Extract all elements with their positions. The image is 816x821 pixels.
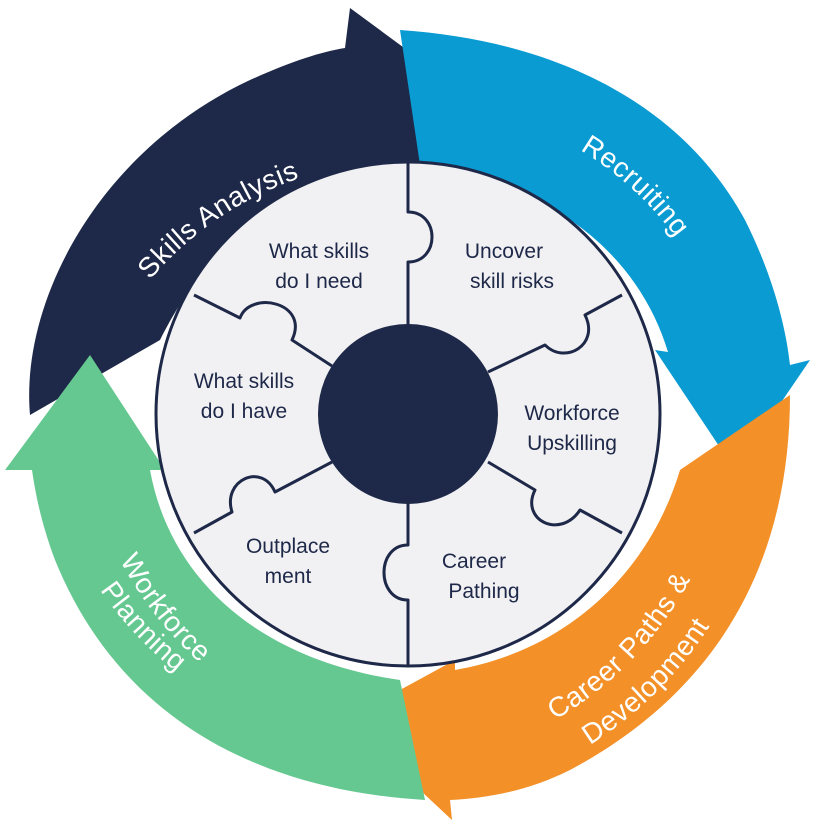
puzzle-center-circle	[318, 324, 498, 504]
arrow-workforce-planning	[5, 355, 425, 800]
piece-workforce-1: Workforce	[524, 402, 619, 425]
piece-career-1: Career	[442, 550, 506, 573]
arrow-career-paths	[345, 395, 790, 820]
arrow-recruiting	[400, 30, 810, 470]
piece-uncover-2: skill risks	[470, 270, 554, 293]
piece-uncover-1: Uncover	[465, 240, 543, 263]
piece-outplace-2: ment	[265, 565, 312, 588]
piece-what-skills-have-1: What skills	[194, 370, 294, 393]
puzzle-seam-bottom	[382, 503, 410, 666]
arrow-skills-analysis	[29, 8, 475, 415]
piece-outplace-1: Outplace	[246, 535, 330, 558]
piece-what-skills-need-1: What skills	[269, 240, 369, 263]
cycle-arrows	[5, 8, 810, 820]
puzzle-seam-top	[406, 162, 434, 325]
piece-career-2: Pathing	[448, 580, 519, 603]
piece-what-skills-need-2: do I need	[275, 270, 363, 293]
piece-what-skills-have-2: do I have	[201, 400, 287, 423]
puzzle-wheel	[154, 160, 662, 668]
puzzle-seam-upper-left	[193, 293, 333, 368]
puzzle-labels: What skills do I need Uncover skill risk…	[194, 240, 620, 603]
piece-workforce-2: Upskilling	[527, 432, 617, 455]
puzzle-seam-lower-left	[193, 460, 333, 535]
puzzle-seam-upper-right	[487, 293, 623, 374]
puzzle-seam-lower-right	[487, 460, 623, 535]
